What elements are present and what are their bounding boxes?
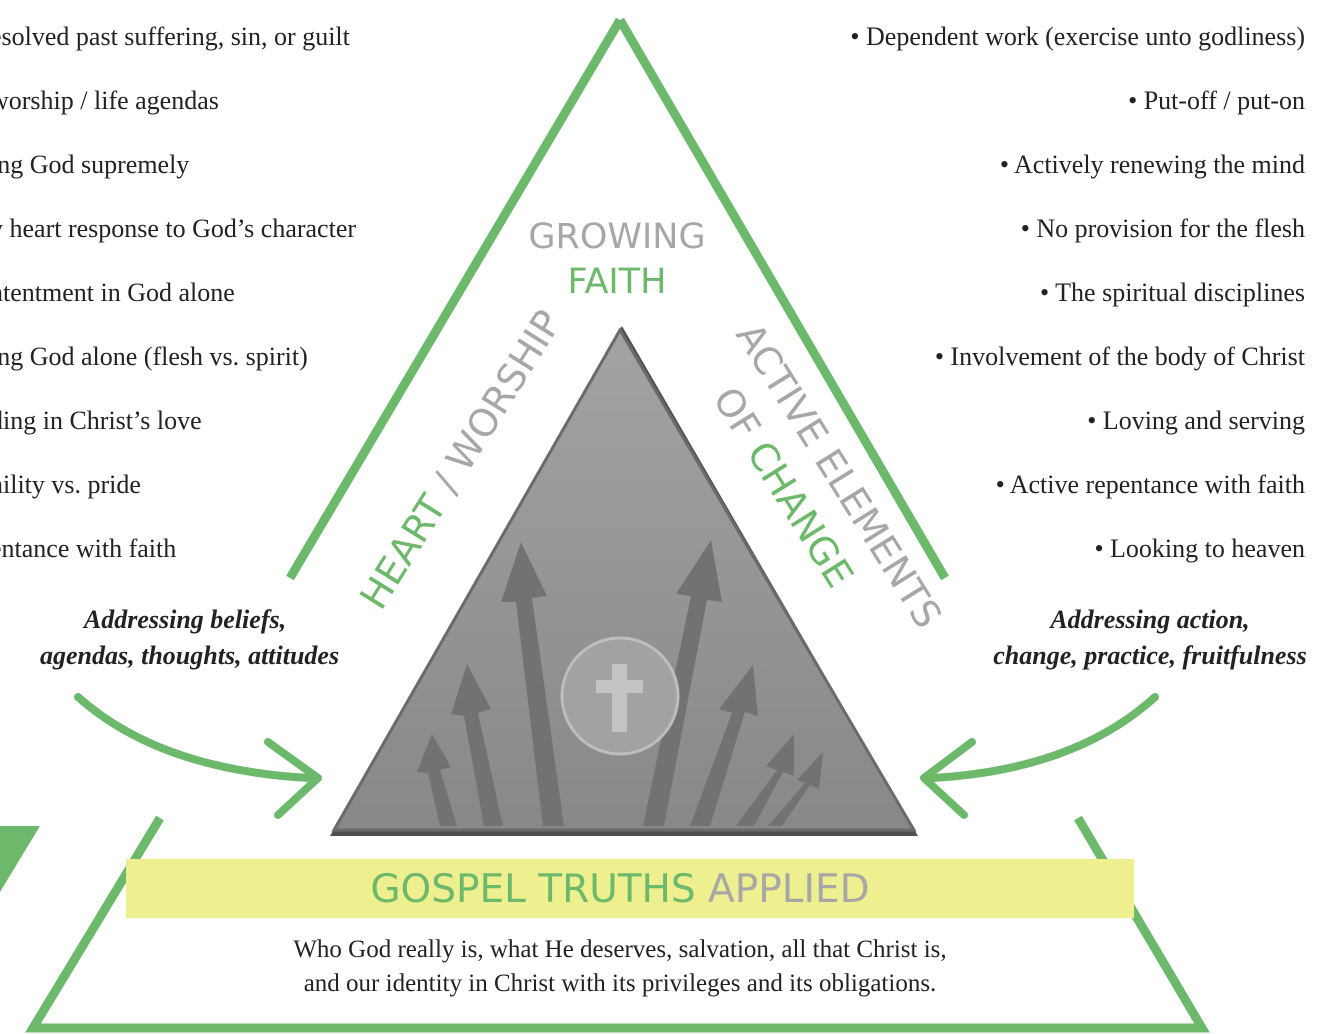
arrow-4 <box>643 540 722 826</box>
right-caption: Addressing action, change, practice, fru… <box>985 602 1315 674</box>
left-caption-line1: Addressing beliefs, <box>83 605 287 634</box>
arrow-5 <box>690 665 758 826</box>
gospel-truths-description: Who God really is, what He deserves, sal… <box>200 933 1040 1001</box>
left-list-item: ntentment in God alone <box>0 278 235 307</box>
left-list-item: ing God alone (flesh vs. spirit) <box>0 342 308 371</box>
growing-label: GROWING <box>528 217 705 257</box>
right-caption-line2: change, practice, fruitfulness <box>993 641 1307 670</box>
right-list-item: • Looking to heaven <box>1094 534 1305 563</box>
right-list-item: • No provision for the flesh <box>1020 214 1305 243</box>
left-caption: Addressing beliefs, agendas, thoughts, a… <box>40 602 340 674</box>
left-list-item: ding in Christ’s love <box>0 406 202 435</box>
banner-bar <box>126 859 1134 918</box>
right-list-item: • Loving and serving <box>1087 406 1305 435</box>
description-line2: and our identity in Christ with its priv… <box>303 970 937 997</box>
left-list-item: entance with faith <box>0 534 177 563</box>
base-triangle-outline <box>25 815 1210 1033</box>
right-list-item: • Actively renewing the mind <box>999 150 1305 179</box>
left-list-item: worship / life agendas <box>0 86 219 115</box>
banner-title: GOSPEL TRUTHS APPLIED <box>370 867 869 912</box>
arrow-1 <box>417 734 457 826</box>
right-list-item: • Involvement of the body of Christ <box>934 342 1305 371</box>
right-caption-line1: Addressing action, <box>1050 605 1250 634</box>
banner-applied: APPLIED <box>708 867 870 912</box>
faith-label: FAITH <box>568 262 667 302</box>
description-line1: Who God really is, what He deserves, sal… <box>293 936 947 963</box>
arrow-2 <box>451 664 503 826</box>
left-arrow-head <box>264 738 322 819</box>
outer-triangle-left-edge <box>286 17 624 581</box>
left-curved-arrow <box>74 693 314 782</box>
growth-arrows <box>417 540 823 826</box>
right-list-item: • The spiritual disciplines <box>1040 278 1305 307</box>
heart-label: HEART <box>351 486 455 616</box>
left-list-item: esolved past suffering, sin, or guilt <box>0 22 350 51</box>
left-green-wedge <box>0 826 40 892</box>
right-list-item: • Put-off / put-on <box>1128 86 1305 115</box>
right-arrow-head <box>920 738 976 819</box>
left-list-item: nility vs. pride <box>0 470 141 499</box>
outer-triangle-right-edge <box>616 17 949 581</box>
right-list-item: • Active repentance with faith <box>995 470 1305 499</box>
cross-icon <box>596 664 643 732</box>
left-caption-line2: agendas, thoughts, attitudes <box>40 641 340 670</box>
right-list-item: • Dependent work (exercise unto godlines… <box>850 22 1305 51</box>
left-list-item: y heart response to God’s character <box>0 214 357 243</box>
arrow-3 <box>501 542 564 826</box>
left-list-item: ing God supremely <box>0 150 190 179</box>
banner-gospel-truths: GOSPEL TRUTHS <box>370 867 708 912</box>
right-curved-arrow <box>928 693 1159 782</box>
arrow-6 <box>736 734 794 826</box>
arrow-7 <box>768 752 823 826</box>
